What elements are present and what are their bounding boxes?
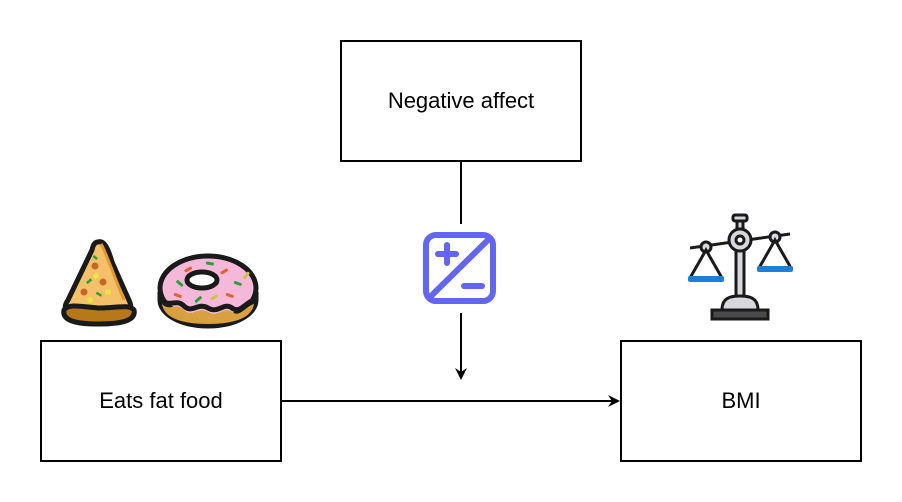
node-bmi[interactable]: BMI (620, 340, 862, 462)
node-eats-fat-food[interactable]: Eats fat food (40, 340, 282, 462)
balance-scale-icon (688, 213, 793, 321)
node-negative-affect[interactable]: Negative affect (340, 40, 582, 162)
node-label: Eats fat food (99, 388, 223, 413)
plus-minus-icon (423, 232, 496, 304)
node-label: BMI (721, 388, 761, 413)
donut-icon (157, 253, 259, 329)
node-label: Negative affect (387, 88, 535, 113)
pizza-slice-icon (61, 239, 137, 327)
